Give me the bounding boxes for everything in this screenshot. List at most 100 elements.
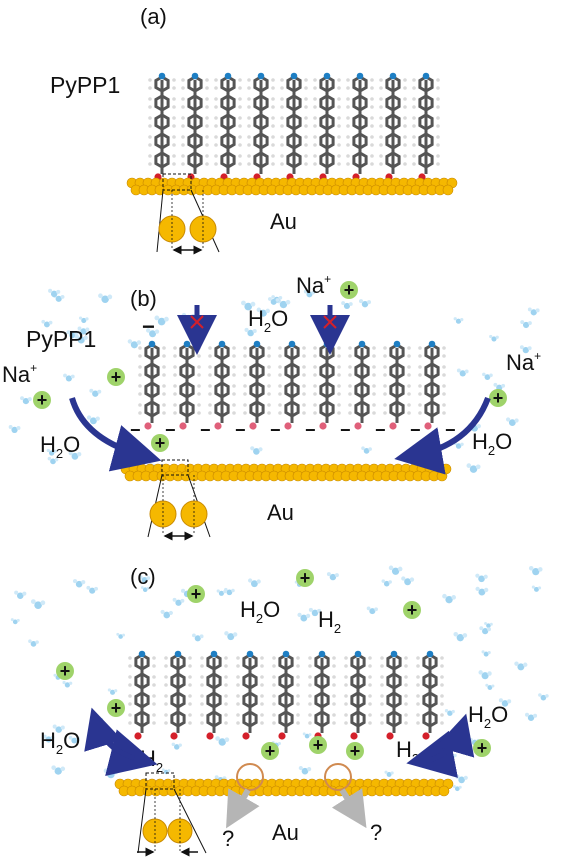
hydrogen-atom [379, 124, 383, 128]
sulfur-atom [422, 732, 430, 740]
water-hydrogen [297, 612, 302, 617]
svg-text:H2: H2 [318, 607, 341, 636]
hydrogen-atom [412, 86, 416, 90]
water-hydrogen [14, 590, 19, 595]
hydrogen-atom [280, 135, 284, 139]
water-molecule [475, 573, 488, 583]
water-oxygen [455, 443, 462, 449]
hydrogen-atom [181, 78, 185, 82]
sodium-sphere [473, 739, 491, 757]
zoom-box [162, 173, 192, 191]
hydrogen-atom [337, 124, 341, 128]
water-hydrogen [374, 607, 378, 612]
phenyl-ring [242, 691, 258, 709]
hydrogen-atom [243, 411, 247, 415]
hydrogen-atom [370, 116, 374, 120]
phenyl-ring [319, 94, 335, 112]
water-oxygen [175, 599, 182, 606]
hydrogen-atom [313, 135, 317, 139]
phenyl-ring [284, 362, 300, 380]
hydrogen-atom [302, 403, 306, 407]
hydrogen-atom [128, 694, 132, 698]
water-oxygen [483, 651, 489, 657]
hydrogen-atom [348, 411, 352, 415]
sulfur-atom [242, 732, 250, 740]
water-hydrogen [53, 673, 57, 677]
hydrogen-atom [267, 373, 271, 377]
water-hydrogen [451, 595, 456, 600]
nitrogen-atom [323, 72, 331, 80]
molecule-layer-b [138, 340, 446, 430]
hydrogen-atom [416, 656, 420, 660]
hydrogen-atom [280, 78, 284, 82]
water-molecule [366, 606, 378, 615]
nitrogen-atom [323, 340, 331, 348]
hydrogen-atom [383, 354, 387, 358]
hydrogen-atom [138, 373, 142, 377]
hydrogen-atom [236, 664, 240, 668]
hydrogen-atom [181, 97, 185, 101]
arrows-c [84, 707, 475, 829]
water-hydrogen [232, 632, 238, 637]
water-hydrogen [51, 765, 56, 770]
nitrogen-atom [138, 650, 146, 658]
nitrogen-atom [210, 650, 218, 658]
sodium-sphere [296, 569, 314, 587]
svg-text:H2O: H2O [468, 702, 508, 731]
hydrogen-atom [272, 664, 276, 668]
hydrogen-atom [344, 713, 348, 717]
hydrogen-atom [368, 702, 372, 706]
hydrogen-atom [173, 392, 177, 396]
hydrogen-atom [308, 675, 312, 679]
water-molecule [86, 585, 99, 594]
water-oxygen [22, 397, 30, 405]
hydrogen-atom [138, 354, 142, 358]
nitrogen-atom [257, 72, 265, 80]
water-hydrogen [482, 372, 486, 377]
phenyl-ring [350, 672, 366, 690]
water-hydrogen [469, 738, 473, 742]
hydrogen-atom [152, 702, 156, 706]
phenyl-ring [278, 710, 294, 728]
water-hydrogen [487, 651, 491, 655]
hydrogen-atom [214, 78, 218, 82]
zoom-line [156, 189, 164, 253]
water-hydrogen [463, 775, 468, 780]
phenyl-ring [386, 691, 402, 709]
water-molecule [192, 633, 204, 642]
water-hydrogen [476, 424, 481, 429]
hydrogen-atom [232, 365, 236, 369]
hydrogen-atom [197, 373, 201, 377]
pypp1-molecule [280, 72, 308, 181]
water-hydrogen [527, 346, 532, 351]
hydrogen-atom [412, 135, 416, 139]
phenyl-ring [154, 113, 170, 131]
hydrogen-atom [380, 664, 384, 668]
phenyl-ring [354, 400, 370, 418]
water-hydrogen [268, 297, 272, 301]
water-hydrogen [172, 597, 177, 602]
hydrogen-atom [280, 97, 284, 101]
water-oxygen [527, 714, 535, 721]
sodium-sphere [309, 736, 327, 754]
phenyl-ring [314, 710, 330, 728]
hydrogen-atom [172, 143, 176, 147]
hydrogen-atom [280, 105, 284, 109]
hydrogen-atom [200, 721, 204, 725]
water-hydrogen [140, 586, 144, 589]
hydrogen-atom [278, 346, 282, 350]
water-molecule [401, 576, 415, 586]
water-molecule [276, 298, 291, 309]
nitrogen-atom [426, 650, 434, 658]
hydrogen-atom [346, 124, 350, 128]
water-hydrogen [181, 588, 186, 593]
hydrogen-atom [214, 97, 218, 101]
water-hydrogen [160, 609, 165, 614]
gold-atom [436, 470, 448, 482]
water-oxygen [45, 736, 52, 743]
panel-c-label: (c) [130, 564, 156, 589]
water-molecule [456, 368, 469, 377]
phenyl-ring [253, 132, 269, 150]
pypp1-molecule [200, 650, 228, 740]
hydrogen-atom [418, 373, 422, 377]
